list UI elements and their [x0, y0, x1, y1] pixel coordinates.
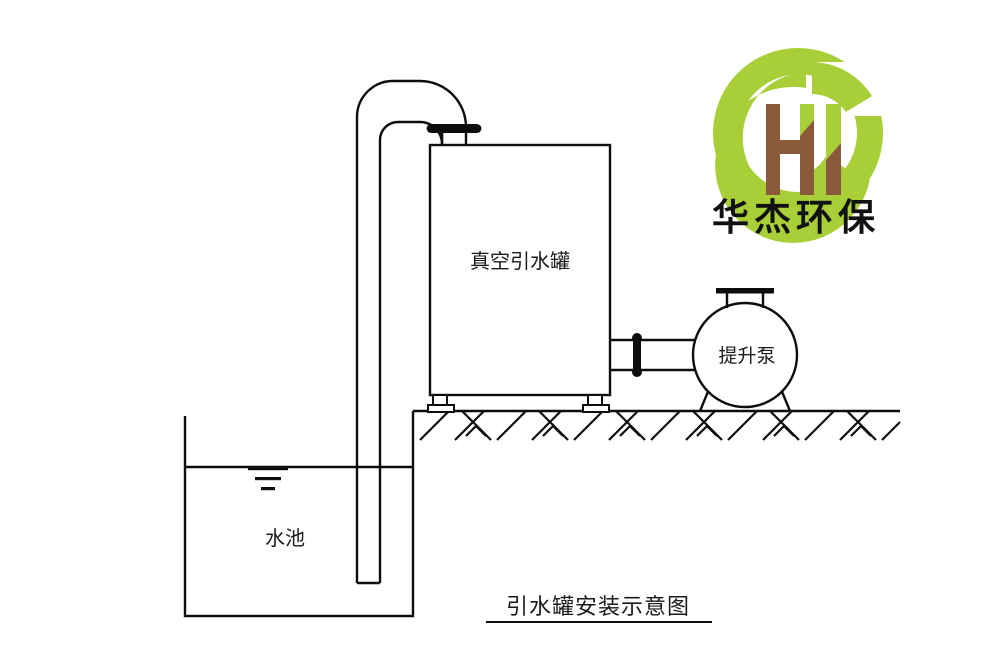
company-logo: 华杰环保: [712, 48, 884, 243]
discharge-pipe: [610, 333, 700, 377]
tank-top-flange-icon: [426, 124, 482, 133]
logo-company-name: 华杰环保: [712, 196, 880, 239]
diagram-caption: 引水罐安装示意图: [486, 594, 712, 623]
pipe-flange-icon: [632, 333, 642, 377]
pump-outlet-flange-icon: [716, 288, 774, 294]
pool-label: 水池: [265, 527, 305, 550]
vacuum-priming-tank: 真空引水罐: [427, 143, 612, 413]
ground-line: [413, 409, 901, 441]
water-pool: 水池: [183, 411, 415, 618]
water-level-symbol-icon: [248, 467, 288, 491]
logo-hj-monogram-icon: [766, 104, 841, 195]
caption-text: 引水罐安装示意图: [506, 594, 690, 619]
lift-pump: 提升泵: [691, 288, 799, 412]
tank-label: 真空引水罐: [470, 250, 570, 273]
tank-legs: [427, 394, 610, 413]
pump-label: 提升泵: [718, 345, 775, 367]
